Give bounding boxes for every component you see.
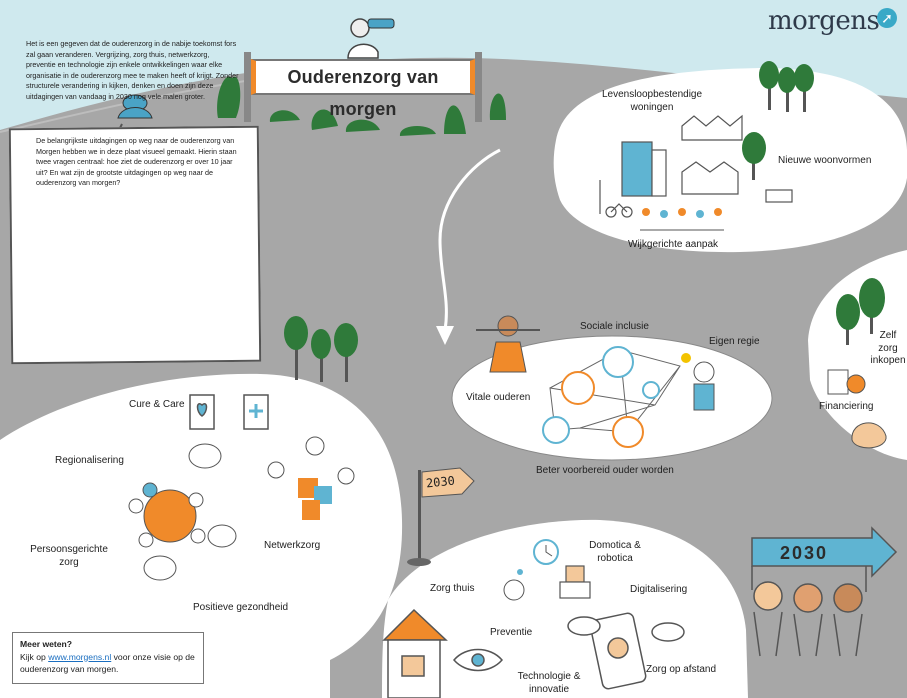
label-preventie: Preventie bbox=[490, 627, 533, 638]
morgens-link[interactable]: www.morgens.nl bbox=[48, 651, 112, 662]
housing-icon bbox=[621, 114, 793, 203]
money-bag-icon bbox=[827, 369, 887, 449]
binocular-person-icon bbox=[347, 18, 395, 59]
person-node-icon bbox=[542, 346, 660, 444]
more-info-title: Meer weten? bbox=[20, 639, 73, 649]
label-vitale-ouderen: Vitale ouderen bbox=[466, 392, 531, 403]
label-technologie: Technologie & innovatie bbox=[517, 671, 581, 695]
dumbbell-person-icon bbox=[476, 315, 540, 373]
care-doors-icon bbox=[189, 394, 269, 430]
people-carrying-icon bbox=[751, 566, 867, 657]
bush-icon bbox=[217, 76, 506, 136]
label-eigen-regie: Eigen regie bbox=[709, 336, 760, 347]
person-circle-icon bbox=[128, 443, 237, 581]
banner-arrow-icon bbox=[751, 526, 898, 578]
brand-logo: morgens bbox=[768, 6, 880, 36]
banner-year: 2030 bbox=[780, 543, 829, 563]
tree-icon bbox=[836, 278, 885, 345]
arrow-logo-icon: ➚ bbox=[877, 8, 897, 28]
label-nieuwe-woonvormen: Nieuwe woonvormen bbox=[778, 155, 872, 166]
brand-name: morgens bbox=[768, 6, 880, 36]
puzzle-people-icon bbox=[267, 436, 355, 520]
house-icon bbox=[382, 608, 448, 698]
lightbulb-person-icon bbox=[681, 353, 715, 411]
tree-icon bbox=[742, 61, 814, 180]
more-info-prefix: Kijk op bbox=[20, 651, 49, 662]
robot-icon bbox=[559, 565, 591, 599]
intro-paragraph-2: De belangrijkste uitdagingen op weg naar… bbox=[36, 136, 237, 188]
signpost-icon bbox=[407, 467, 475, 566]
crystal-ball-icon bbox=[503, 569, 525, 601]
tree-icon bbox=[284, 316, 358, 382]
label-wijkgericht: Wijkgerichte aanpak bbox=[628, 239, 719, 250]
label-zelf-zorg-inkopen: Zelf zorg inkopen bbox=[870, 330, 906, 366]
clock-icon bbox=[533, 539, 559, 565]
label-sociale-inclusie: Sociale inclusie bbox=[580, 321, 649, 332]
label-domotica: Domotica & robotica bbox=[589, 540, 641, 564]
label-persoonsgerichte-zorg: Persoonsgerichte zorg bbox=[30, 544, 108, 568]
label-zorg-thuis: Zorg thuis bbox=[430, 583, 475, 594]
bicycle-icon bbox=[599, 180, 633, 218]
signpost-year: 2030 bbox=[425, 473, 456, 491]
label-levensloop: Levensloopbestendige woningen bbox=[601, 89, 703, 113]
people-group-icon bbox=[640, 208, 724, 231]
label-cure-care: Cure & Care bbox=[129, 399, 185, 410]
label-regionalisering: Regionalisering bbox=[55, 455, 124, 466]
page-title: Ouderenzorg van morgen bbox=[287, 67, 439, 119]
eye-icon bbox=[453, 648, 503, 672]
label-digitalisering: Digitalisering bbox=[630, 584, 688, 595]
intro-paragraph-1: Het is een gegeven dat de ouderenzorg in… bbox=[26, 39, 239, 101]
label-financiering: Financiering bbox=[819, 401, 874, 412]
more-info-suffix: voor onze visie op de ouderenzorg van mo… bbox=[20, 651, 195, 675]
label-beter-voorbereid: Beter voorbereid ouder worden bbox=[536, 465, 674, 476]
label-zorg-op-afstand: Zorg op afstand bbox=[646, 664, 717, 675]
person-node-icon bbox=[561, 371, 644, 448]
label-netwerkzorg: Netwerkzorg bbox=[264, 540, 321, 551]
more-info-box: Meer weten? Kijk op www.morgens.nl voor … bbox=[12, 632, 204, 684]
smartphone-icon bbox=[567, 612, 685, 690]
title-sign: Ouderenzorg van morgen bbox=[251, 59, 475, 119]
pushpin-icon bbox=[109, 94, 153, 149]
label-positieve-gezondheid: Positieve gezondheid bbox=[193, 602, 289, 613]
